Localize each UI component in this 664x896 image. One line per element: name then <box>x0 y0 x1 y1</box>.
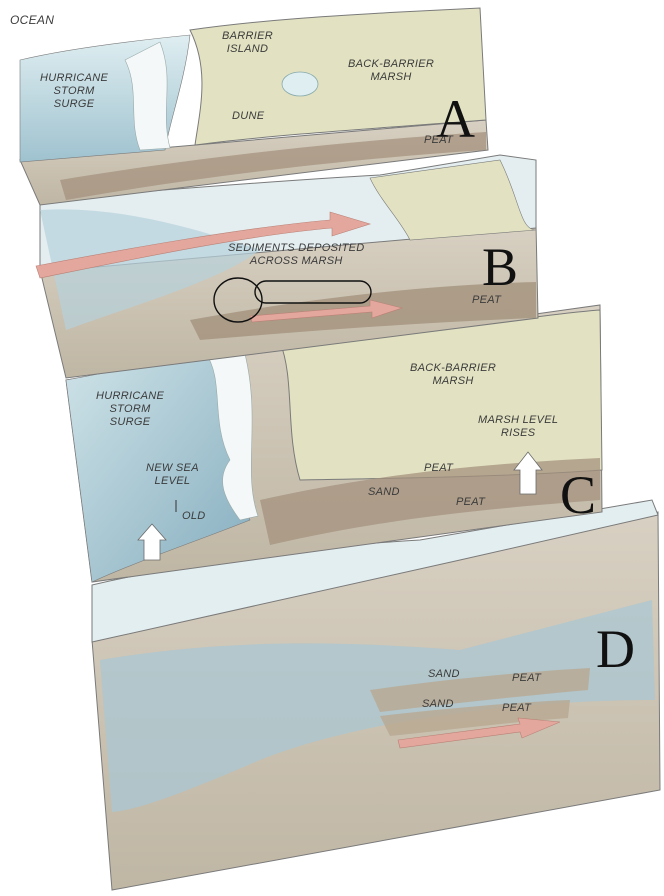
panel-d-peat-label-1: PEAT <box>512 672 541 685</box>
panel-c-peat-upper-label: PEAT <box>424 462 453 475</box>
panel-c-old-label: OLD <box>182 510 206 523</box>
panel-b-letter: B <box>482 240 518 294</box>
panel-d-letter: D <box>596 622 635 676</box>
panel-a-dune-label: DUNE <box>232 110 264 123</box>
panel-a-letter: A <box>436 92 475 146</box>
panel-c-letter: C <box>560 468 596 522</box>
panel-a-barrier-island-label: BARRIER ISLAND <box>222 30 273 56</box>
panel-d-sand-label-2: SAND <box>422 698 454 711</box>
panel-a-hurricane-label: HURRICANE STORM SURGE <box>40 72 108 111</box>
panel-c-sand-label: SAND <box>368 486 400 499</box>
panel-c-back-barrier-marsh-label: BACK-BARRIER MARSH <box>410 362 496 388</box>
panel-d-peat-label-2: PEAT <box>502 702 531 715</box>
panel-c-peat-lower-label: PEAT <box>456 496 485 509</box>
ocean-label: OCEAN <box>10 14 54 27</box>
panel-c-hurricane-label: HURRICANE STORM SURGE <box>96 390 164 429</box>
panel-c-marsh-level-rises-label: MARSH LEVEL RISES <box>478 414 558 440</box>
panel-c-new-sea-level-label: NEW SEA LEVEL <box>146 462 199 488</box>
panel-b-sediments-label: SEDIMENTS DEPOSITED ACROSS MARSH <box>228 242 365 268</box>
panel-d-sand-label-1: SAND <box>428 668 460 681</box>
panel-a-pond <box>282 72 318 96</box>
panel-a-back-barrier-marsh-label: BACK-BARRIER MARSH <box>348 58 434 84</box>
